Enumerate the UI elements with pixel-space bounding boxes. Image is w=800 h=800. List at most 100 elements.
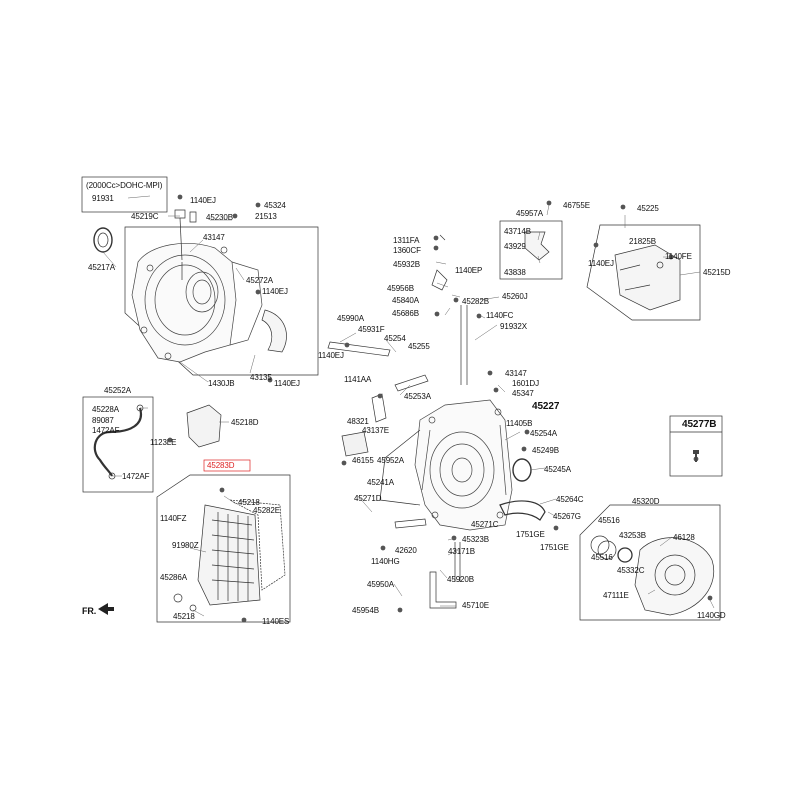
part-label: 43714B [504, 227, 531, 236]
bracket [524, 231, 550, 261]
part-label: 45218 [173, 612, 195, 621]
oil-filter [173, 593, 183, 603]
oil-seal [93, 227, 113, 253]
part-label: 45324 [264, 201, 286, 210]
part-label: 45990A [337, 314, 364, 323]
part-label: 45245A [544, 465, 571, 474]
part-label: 1123LE [150, 438, 177, 447]
o-ring [590, 535, 610, 555]
part-label: 45516 [598, 516, 620, 525]
shift-rail [327, 341, 391, 357]
bolt-callout-box [669, 415, 723, 477]
strainer [341, 431, 369, 457]
part-label: 45255 [408, 342, 430, 351]
bolts [167, 194, 713, 623]
part-label: 45253A [404, 392, 431, 401]
part-label: 1140EJ [318, 351, 344, 360]
oil-hose [93, 407, 143, 477]
valve-body [197, 499, 286, 606]
case-seal [512, 458, 532, 482]
part-label: 45320D [632, 497, 660, 506]
part-label: 91980Z [172, 541, 199, 550]
bracket-group-box [499, 220, 563, 280]
part-label: 21825B [629, 237, 656, 246]
part-label: 45271C [471, 520, 499, 529]
part-label: 1141AA [344, 375, 372, 384]
control-cable [460, 305, 468, 385]
part-label: 45920B [447, 575, 474, 584]
part-label: 45218 [238, 498, 260, 507]
oil-cooler-hose-group-box [82, 396, 154, 493]
part-label: 45347 [512, 389, 534, 398]
part-label: 45282B [462, 297, 489, 306]
detent-lever [371, 393, 387, 423]
part-label: 43253B [619, 531, 646, 540]
callout-box-label: 45277B [682, 419, 717, 430]
part-label: 45954B [352, 606, 379, 615]
part-label: 45230B [206, 213, 233, 222]
part-label: 1430JB [208, 379, 235, 388]
part-label: 45272A [246, 276, 273, 285]
mount-bracket-group-box [586, 224, 701, 321]
highlight-box [203, 459, 251, 472]
part-label: 1140FE [665, 252, 692, 261]
part-label: 45710E [462, 601, 489, 610]
part-label: 45254 [384, 334, 406, 343]
part-label: 1140GD [697, 611, 726, 620]
part-label: 21513 [255, 212, 277, 221]
part-label: 45271D [354, 494, 382, 503]
part-label: 45228A [92, 405, 119, 414]
part-label: 1311FA [393, 236, 420, 245]
part-label: 91932X [500, 322, 527, 331]
shift-lever [394, 374, 429, 392]
part-label: 42620 [395, 546, 417, 555]
part-label: 1601DJ [512, 379, 539, 388]
solenoid-sensor [431, 234, 448, 291]
part-label: 1472AF [122, 472, 150, 481]
part-label: 45219C [131, 212, 159, 221]
part-label: 1751GE [540, 543, 569, 552]
part-label: 1140HG [371, 557, 400, 566]
part-label: 89087 [92, 416, 114, 425]
part-label: 45260J [502, 292, 528, 301]
leader-lines [102, 195, 715, 617]
transmission-case [414, 399, 513, 531]
part-label: 1360CF [393, 246, 421, 255]
part-label: 45323B [462, 535, 489, 544]
mount-bracket [614, 244, 681, 311]
part-label: 1140EJ [262, 287, 288, 296]
front-marker: FR. [82, 606, 97, 616]
part-label: 43929 [504, 242, 526, 251]
valve-body-group-box [156, 474, 291, 623]
part-label: 45957A [516, 209, 543, 218]
part-label: 43135 [250, 373, 272, 382]
part-label: 45932B [393, 260, 420, 269]
part-label: 1472AF [92, 426, 120, 435]
front-arrow-icon [98, 603, 114, 615]
converter-housing-group-box [124, 226, 319, 376]
part-label: 43147 [203, 233, 225, 242]
part-label: 43137E [362, 426, 389, 435]
housing-bracket [186, 404, 222, 448]
part-label: 45952A [377, 456, 404, 465]
part-label: 1140FZ [160, 514, 187, 523]
part-label: 45267G [553, 512, 581, 521]
part-label: 45218D [231, 418, 259, 427]
part-label: 43147 [505, 369, 527, 378]
side-cover-group-box [579, 504, 721, 621]
part-label: 43171B [448, 547, 475, 556]
part-label: 45332C [617, 566, 645, 575]
part-label: 45252A [104, 386, 131, 395]
part-label: 1140EJ [190, 196, 216, 205]
part-label: 45217A [88, 263, 115, 272]
part-label: 45282E [253, 506, 280, 515]
part-label: 43838 [504, 268, 526, 277]
side-cover [634, 537, 714, 616]
part-label: 45956B [387, 284, 414, 293]
converter-housing [131, 243, 263, 363]
part-label: 46755E [563, 201, 590, 210]
part-label: 45249B [532, 446, 559, 455]
part-label: 45225 [637, 204, 659, 213]
